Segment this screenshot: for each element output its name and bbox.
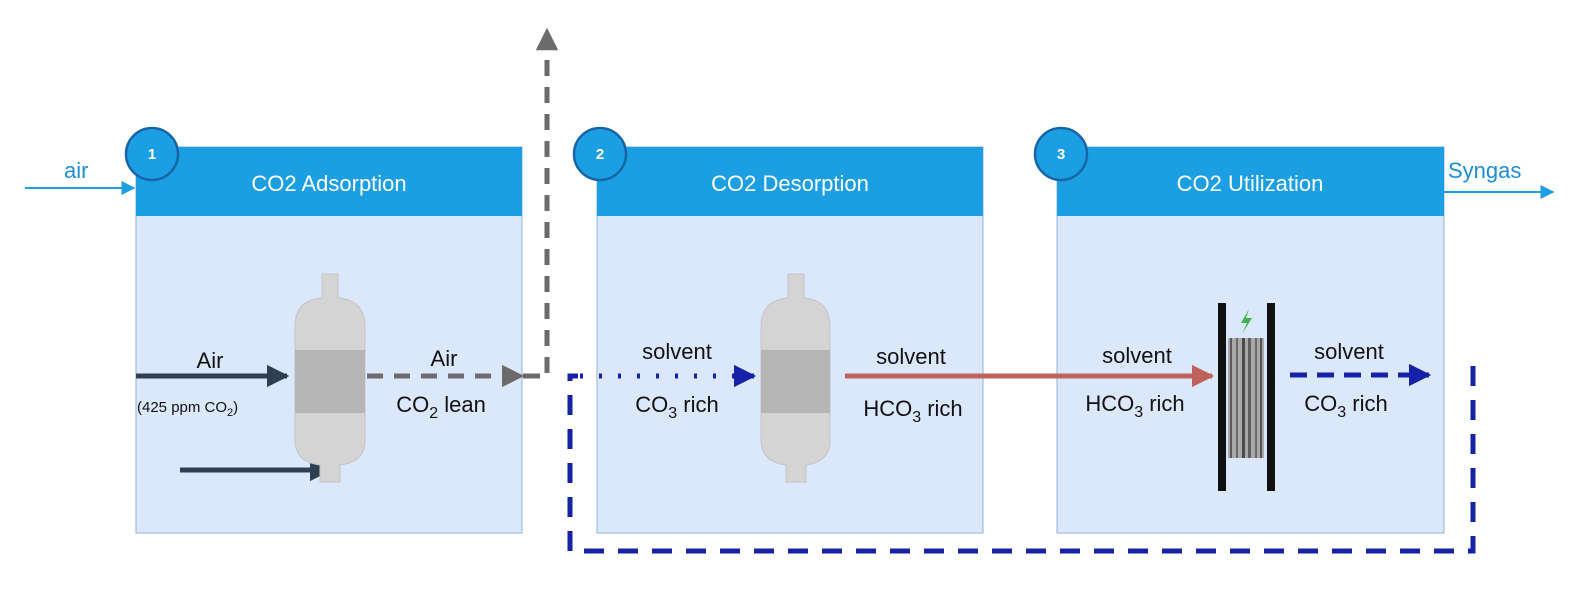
panel-co2-utilization: CO2 Utilization [1056, 146, 1445, 534]
air-feed-composition: (425 ppm CO2) [137, 399, 238, 419]
lean-air-composition-prefix: CO [396, 392, 429, 417]
panel-header [1057, 147, 1444, 216]
utilization-outlet-composition-suffix: rich [1346, 391, 1388, 416]
desorption-inlet-composition-prefix: CO [635, 392, 668, 417]
lightning-bolt-icon [1241, 309, 1252, 334]
utilization-inlet-composition-subscript: 3 [1134, 404, 1143, 421]
utilization-outlet-composition-prefix: CO [1304, 391, 1337, 416]
air-input-label: air [64, 158, 88, 183]
membrane-stack [1228, 338, 1264, 458]
column-packing [761, 350, 830, 413]
step-badge-1: 1 [124, 126, 180, 182]
desorption-inlet-label: solvent [642, 339, 712, 364]
desorption-outlet-composition-prefix: HCO [863, 396, 912, 421]
air-feed-composition-subscript: 2 [227, 407, 233, 419]
step-badge-3: 3 [1033, 126, 1089, 182]
step-badge-2: 2 [572, 126, 628, 182]
badge-circle [572, 126, 628, 182]
desorption-inlet-composition-subscript: 3 [668, 405, 677, 422]
separation-column-icon [294, 273, 366, 483]
syngas-output-label: Syngas [1448, 158, 1521, 183]
desorption-outlet-composition-suffix: rich [921, 396, 963, 421]
badge-number: 2 [596, 146, 604, 163]
electrolyzer-icon [1218, 303, 1275, 491]
lean-air-composition: CO2 lean [396, 392, 486, 422]
panel-title: CO2 Adsorption [251, 171, 406, 196]
badge-circle [1033, 126, 1089, 182]
badge-number: 1 [148, 146, 156, 163]
badge-number: 3 [1057, 146, 1065, 163]
solvent-recycle-loop [567, 366, 1476, 554]
utilization-outlet-composition-subscript: 3 [1337, 404, 1346, 421]
desorption-outlet-label: solvent [876, 344, 946, 369]
lean-air-label: Air [431, 346, 458, 371]
utilization-outlet-label: solvent [1314, 339, 1384, 364]
desorption-outlet-composition-subscript: 3 [912, 409, 921, 426]
utilization-inlet-composition-suffix: rich [1143, 391, 1185, 416]
air-input: air [25, 158, 136, 195]
badge-circle [124, 126, 180, 182]
lean-air-composition-suffix: lean [438, 392, 486, 417]
desorption-inlet-composition: CO3 rich [635, 392, 718, 422]
panel-header [597, 147, 983, 216]
air-feed-label: Air [197, 348, 224, 373]
utilization-inlet-composition: HCO3 rich [1085, 391, 1184, 421]
electrode-right [1267, 303, 1275, 491]
syngas-output: Syngas [1444, 158, 1555, 199]
air-exhaust-arrow [523, 27, 559, 379]
air-feed-composition-suffix: ) [233, 399, 238, 416]
panel-header [136, 147, 522, 216]
column-packing [295, 350, 365, 413]
separation-column-icon [760, 273, 831, 483]
electrode-left [1218, 303, 1226, 491]
utilization-inlet-composition-prefix: HCO [1085, 391, 1134, 416]
panel-title: CO2 Desorption [711, 171, 869, 196]
lean-air-composition-subscript: 2 [429, 405, 438, 422]
desorption-inlet-composition-suffix: rich [677, 392, 719, 417]
utilization-outlet-composition: CO3 rich [1304, 391, 1387, 421]
air-feed-composition-prefix: (425 ppm CO [137, 399, 227, 416]
panel-title: CO2 Utilization [1177, 171, 1324, 196]
utilization-inlet-label: solvent [1102, 343, 1172, 368]
desorption-outlet-composition: HCO3 rich [863, 396, 962, 426]
